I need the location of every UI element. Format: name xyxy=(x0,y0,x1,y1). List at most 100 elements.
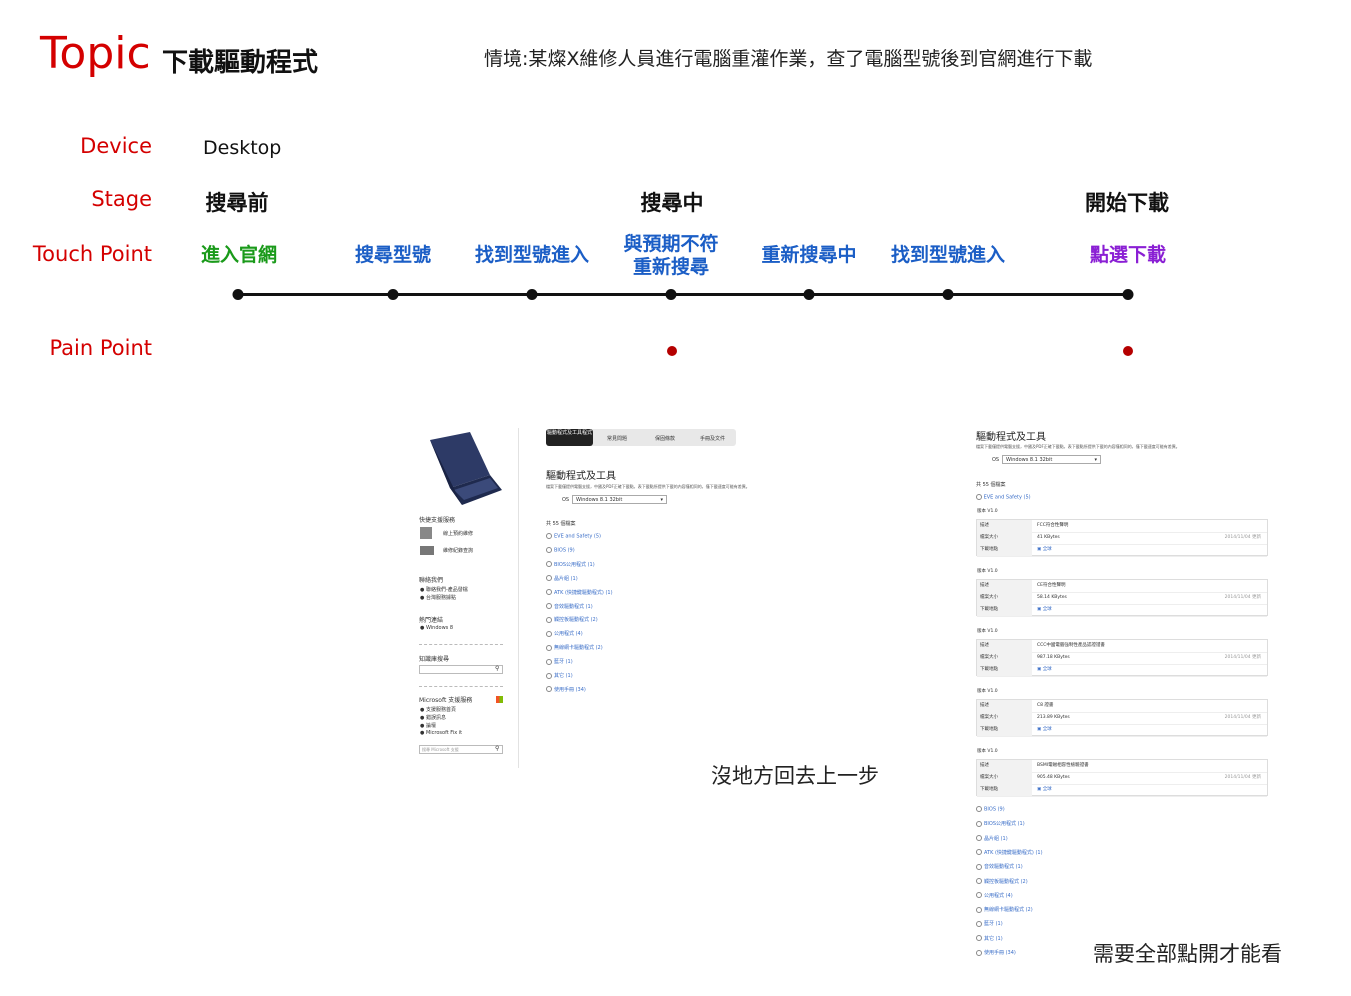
category-item[interactable]: 觸控板驅動程式 (2) xyxy=(976,878,1028,885)
timeline-dot xyxy=(803,289,815,300)
entry-size: 58.14 KBytes xyxy=(1037,595,1067,600)
category-item[interactable]: 晶片組 (1) xyxy=(546,575,578,582)
search-icon[interactable]: ⚲ xyxy=(495,745,500,752)
sidebar-link[interactable]: ● Microsoft Fix it xyxy=(420,730,463,736)
category-label: ATK (快捷鍵驅動程式) (1) xyxy=(554,589,613,596)
entry-version: 版本 V1.0 xyxy=(977,749,998,754)
search-icon[interactable]: ⚲ xyxy=(495,665,500,672)
entry-more-link[interactable]: 更新 xyxy=(1252,655,1261,660)
touchpoint-research-line1: 與預期不符 xyxy=(623,233,719,255)
category-label: 公用程式 (4) xyxy=(984,892,1013,899)
category-item[interactable]: 無線網卡驅動程式 (2) xyxy=(546,644,603,651)
qr-icon xyxy=(420,527,432,539)
entry-desc: C8 證書 xyxy=(1037,703,1054,708)
category-label: 公用程式 (4) xyxy=(554,631,583,638)
touchpoint-find-model: 找到型號進入 xyxy=(474,244,590,266)
sidebar-hot-links: 熱門連結 xyxy=(419,617,444,624)
category-item[interactable]: 公用程式 (4) xyxy=(546,630,583,637)
os-select[interactable]: Windows 8.1 32bit▾ xyxy=(1002,455,1101,464)
timeline-dot xyxy=(1122,289,1134,300)
category-item[interactable]: ATK (快捷鍵驅動程式) (1) xyxy=(546,589,613,596)
category-label: 使用手冊 (34) xyxy=(984,950,1016,956)
sidebar-link[interactable]: ● Windows 8 xyxy=(420,625,454,631)
section-heading: 驅動程式及工具 xyxy=(546,471,616,482)
entry-more-link[interactable]: 更新 xyxy=(1252,715,1261,720)
download-link[interactable]: ▣ 全球 xyxy=(1037,724,1052,736)
category-label: 藍牙 (1) xyxy=(554,659,573,666)
sidebar-link[interactable]: ● 論壇 xyxy=(420,723,436,729)
painpoint-row-label: Pain Point xyxy=(49,336,152,360)
sidebar-link[interactable]: ● 支援服務首頁 xyxy=(420,707,456,713)
kb-search-input[interactable] xyxy=(419,665,503,674)
category-item[interactable]: 其它 (1) xyxy=(976,935,1003,942)
category-label: 晶片組 (1) xyxy=(984,835,1008,842)
category-item[interactable]: 藍牙 (1) xyxy=(976,920,1003,927)
os-select[interactable]: Windows 8.1 32bit▾ xyxy=(572,495,667,504)
category-item[interactable]: BIOS公用程式 (1) xyxy=(976,820,1025,827)
download-label: 全球 xyxy=(1042,667,1052,672)
ms-search-input[interactable]: 搜尋 Microsoft 支援 xyxy=(419,745,503,754)
sidebar-link[interactable]: ● 錯誤訊息 xyxy=(420,715,446,721)
entry-more-link[interactable]: 更新 xyxy=(1252,775,1261,780)
row-label: 檔案大小 xyxy=(977,592,1032,604)
category-open[interactable]: EVE and Safety (5) xyxy=(976,494,1031,501)
entry-desc: CCC中國電腦強制性產品認證證書 xyxy=(1037,643,1105,648)
tab-faq[interactable]: 常見問題 xyxy=(607,436,628,442)
category-item[interactable]: 使用手冊 (34) xyxy=(976,949,1016,956)
category-item[interactable]: 其它 (1) xyxy=(546,672,573,679)
sidebar-link-text: Windows 8 xyxy=(425,625,454,631)
download-link[interactable]: ▣ 全球 xyxy=(1037,784,1052,796)
touchpoint-row-label: Touch Point xyxy=(32,242,152,266)
expand-icon xyxy=(546,644,552,651)
expand-icon xyxy=(546,616,552,623)
category-item[interactable]: EVE and Safety (5) xyxy=(546,533,601,540)
entry-more-link[interactable]: 更新 xyxy=(1252,535,1261,540)
category-label: 藍牙 (1) xyxy=(984,921,1003,928)
row-label: 下載地點 xyxy=(977,724,1032,736)
note-no-way-back: 沒地方回去上一步 xyxy=(711,764,879,788)
download-link[interactable]: ▣ 全球 xyxy=(1037,544,1052,556)
tab-warranty[interactable]: 保固條款 xyxy=(655,436,676,442)
category-item[interactable]: 使用手冊 (34) xyxy=(546,686,586,693)
download-icon: ▣ xyxy=(1037,727,1043,732)
sidebar-link-text: 錯誤訊息 xyxy=(425,715,446,721)
download-link[interactable]: ▣ 全球 xyxy=(1037,664,1052,676)
category-item[interactable]: ATK (快捷鍵驅動程式) (1) xyxy=(976,849,1043,856)
table-row: 下載地點▣ 全球 xyxy=(977,604,1267,617)
entry-date: 2014/11/04 更新 xyxy=(1225,772,1261,784)
category-item[interactable]: 觸控板驅動程式 (2) xyxy=(546,616,598,623)
category-item[interactable]: 音效驅動程式 (1) xyxy=(976,863,1023,870)
tab-drivers[interactable]: 驅動程式及工具程式 xyxy=(546,429,593,446)
category-item[interactable]: 藍牙 (1) xyxy=(546,658,573,665)
collapse-icon xyxy=(976,494,982,500)
sidebar-link[interactable]: 維修紀錄查詢 xyxy=(443,548,474,554)
category-item[interactable]: 晶片組 (1) xyxy=(976,835,1008,842)
download-link[interactable]: ▣ 全球 xyxy=(1037,604,1052,616)
expand-icon xyxy=(976,892,982,899)
sidebar-link[interactable]: 線上預約維修 xyxy=(443,531,474,537)
entry-date: 2014/11/04 更新 xyxy=(1225,652,1261,664)
sidebar-link-text: 支援服務首頁 xyxy=(425,707,456,713)
expand-icon xyxy=(546,686,552,693)
row-label: 下載地點 xyxy=(977,784,1032,796)
category-item[interactable]: BIOS公用程式 (1) xyxy=(546,561,595,568)
touchpoint-search-model: 搜尋型號 xyxy=(354,244,432,266)
sidebar-link[interactable]: ● 台灣服務據點 xyxy=(420,595,456,601)
category-item[interactable]: 音效驅動程式 (1) xyxy=(546,603,593,610)
sidebar-kb-search: 知識庫搜尋 xyxy=(419,656,450,663)
category-label: BIOS (9) xyxy=(984,806,1005,813)
category-item[interactable]: 公用程式 (4) xyxy=(976,892,1013,899)
sidebar-link[interactable]: ● 聯絡我們-產品發檔 xyxy=(420,587,468,593)
entry-more-link[interactable]: 更新 xyxy=(1252,595,1261,600)
category-item[interactable]: BIOS (9) xyxy=(976,806,1005,813)
row-label: 檔案大小 xyxy=(977,712,1032,724)
file-count: 共 55 個檔案 xyxy=(976,482,1006,488)
tab-manuals[interactable]: 手冊及文件 xyxy=(700,436,726,442)
timeline-dot xyxy=(387,289,399,300)
category-item[interactable]: BIOS (9) xyxy=(546,546,575,553)
category-item[interactable]: 無線網卡驅動程式 (2) xyxy=(976,906,1033,913)
